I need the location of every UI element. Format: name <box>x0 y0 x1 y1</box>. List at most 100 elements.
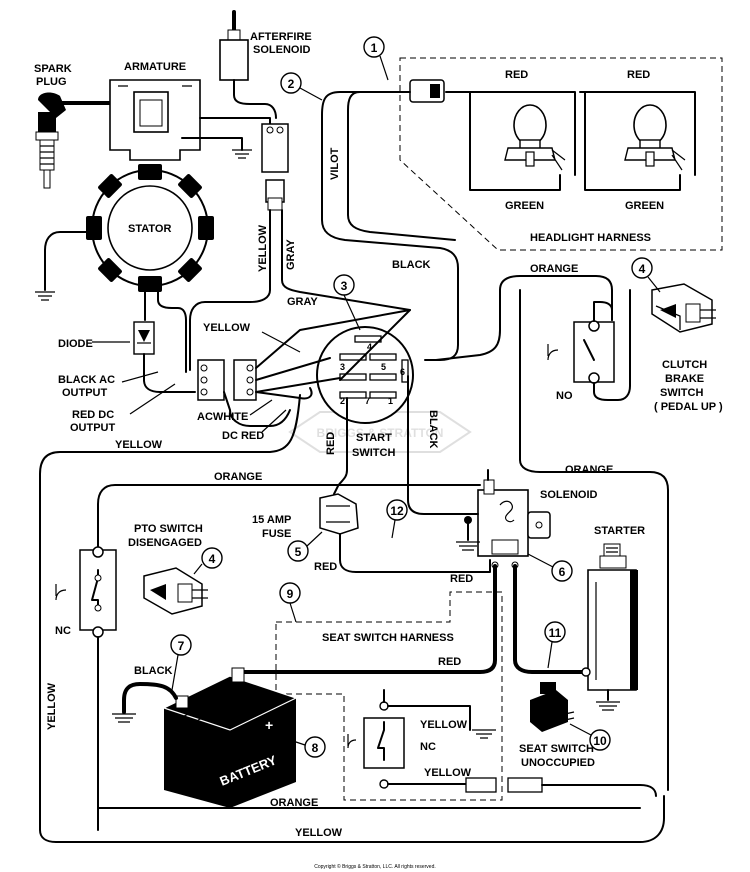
wire-label-black: BLACK <box>134 665 173 677</box>
ground-icon <box>596 689 620 711</box>
wire-label-yellow: YELLOW <box>420 719 468 731</box>
ground-icon <box>456 516 480 551</box>
svg-text:5: 5 <box>381 362 386 372</box>
svg-text:OUTPUT: OUTPUT <box>62 387 108 399</box>
watermark: BRIGGS & STRATTON <box>288 411 472 453</box>
callout: 7 <box>170 634 192 691</box>
svg-text:7: 7 <box>178 639 185 653</box>
svg-text:DISENGAGED: DISENGAGED <box>128 537 202 549</box>
copyright: Copyright © Briggs & Stratton, LLC. All … <box>314 863 436 870</box>
solenoid: SOLENOID <box>477 479 598 569</box>
svg-text:5: 5 <box>295 545 302 559</box>
svg-text:OUTPUT: OUTPUT <box>70 422 116 434</box>
svg-text:8: 8 <box>312 741 319 755</box>
armature: ARMATURE <box>109 61 201 161</box>
ground-icon <box>472 729 496 739</box>
headlight-bulb-icon <box>504 104 566 171</box>
wire-label-yellow: YELLOW <box>257 224 269 272</box>
callout: 10 <box>569 723 611 751</box>
spark-plug: SPARK PLUG <box>34 63 72 189</box>
svg-text:START: START <box>356 432 392 444</box>
wire-label-black: BLACK <box>392 259 431 271</box>
pto-switch: PTO SWITCH DISENGAGED <box>128 523 208 615</box>
wire-label-red: RED <box>325 432 337 455</box>
fuse: 15 AMP FUSE <box>252 493 359 540</box>
svg-text:NC: NC <box>55 625 71 637</box>
svg-text:2: 2 <box>288 77 295 91</box>
ground-icon <box>112 713 136 723</box>
callout: 5 <box>287 531 323 562</box>
wire-label-red: RED <box>438 656 461 668</box>
svg-text:SWITCH: SWITCH <box>352 447 395 459</box>
clutch-brake-switch: CLUTCH BRAKE SWITCH ( PEDAL UP ) <box>651 283 723 413</box>
svg-text:STATOR: STATOR <box>128 223 171 235</box>
battery: BATTERY + <box>162 667 298 808</box>
svg-text:9: 9 <box>287 587 294 601</box>
svg-text:3: 3 <box>341 279 348 293</box>
wire-label-gray: GRAY <box>287 296 318 308</box>
svg-text:4: 4 <box>367 342 372 352</box>
svg-text:DIODE: DIODE <box>58 338 93 350</box>
wire-label-yellow: YELLOW <box>115 439 163 451</box>
svg-text:BLACK AC: BLACK AC <box>58 374 115 386</box>
svg-text:15 AMP: 15 AMP <box>252 514 291 526</box>
acwhite-label: ACWHITE <box>197 411 248 423</box>
wire-label-yellow: YELLOW <box>295 827 343 839</box>
svg-text:3: 3 <box>340 362 345 372</box>
svg-text:6: 6 <box>400 367 405 377</box>
svg-text:SWITCH: SWITCH <box>660 387 703 399</box>
callout: 3 <box>333 274 361 331</box>
svg-text:+: + <box>265 717 273 733</box>
callout: 6 <box>527 553 573 582</box>
svg-text:NC: NC <box>420 741 436 753</box>
wire-label-orange: ORANGE <box>565 464 613 476</box>
clutch-brake-switch-contacts: NO <box>547 320 615 402</box>
afterfire-solenoid: AFTERFIRE SOLENOID <box>219 10 312 119</box>
starter: STARTER <box>581 525 645 691</box>
callout: 12 <box>386 499 408 539</box>
svg-text:( PEDAL UP ): ( PEDAL UP ) <box>654 401 723 413</box>
wire-label-black: BLACK <box>427 410 439 449</box>
callout: 8 <box>283 736 326 758</box>
stator: STATOR <box>86 164 214 292</box>
svg-text:6: 6 <box>559 565 566 579</box>
ground-icon <box>232 149 252 159</box>
wire-label-green: GREEN <box>625 200 664 212</box>
svg-text:UNOCCUPIED: UNOCCUPIED <box>521 757 595 769</box>
svg-text:NO: NO <box>556 390 573 402</box>
svg-text:SEAT SWITCH HARNESS: SEAT SWITCH HARNESS <box>322 632 454 644</box>
wire-label-yellow: YELLOW <box>203 322 251 334</box>
svg-text:RED DC: RED DC <box>72 409 114 421</box>
wire-label-yellow: YELLOW <box>424 767 472 779</box>
wire-label-red: RED <box>314 561 337 573</box>
ground-icon <box>35 291 55 301</box>
callout: 9 <box>279 582 301 623</box>
wire-label-orange: ORANGE <box>530 263 578 275</box>
svg-text:1: 1 <box>371 41 378 55</box>
svg-text:PTO SWITCH: PTO SWITCH <box>134 523 203 535</box>
wire-label-red: RED <box>450 573 473 585</box>
wire-label-orange: ORANGE <box>214 471 262 483</box>
svg-text:11: 11 <box>549 626 562 640</box>
start-switch: 4 3 5 6 2 7 1 START SWITCH <box>316 326 414 459</box>
wire-label-red: RED <box>627 69 650 81</box>
svg-text:10: 10 <box>593 734 607 748</box>
svg-text:ARMATURE: ARMATURE <box>124 61 186 73</box>
connector <box>197 359 257 401</box>
callout: 4 <box>631 257 661 293</box>
connector <box>261 123 289 211</box>
watermark-text: BRIGGS & STRATTON <box>317 426 444 440</box>
svg-text:12: 12 <box>390 504 404 518</box>
wire-label-vilot: VILOT <box>329 147 341 180</box>
wire-label-red: RED <box>505 69 528 81</box>
svg-text:4: 4 <box>639 262 646 276</box>
svg-text:2: 2 <box>340 396 345 406</box>
svg-text:PLUG: PLUG <box>36 76 67 88</box>
wire-label-orange: ORANGE <box>270 797 318 809</box>
svg-text:SEAT SWITCH: SEAT SWITCH <box>519 743 594 755</box>
seat-switch-harness: SEAT SWITCH HARNESS NC YELLOW YELLOW <box>275 591 503 801</box>
callout: 1 <box>363 36 389 81</box>
pto-switch-contacts: NC <box>55 546 117 638</box>
wire-label-yellow: YELLOW <box>46 682 58 730</box>
svg-text:SPARK: SPARK <box>34 63 72 75</box>
